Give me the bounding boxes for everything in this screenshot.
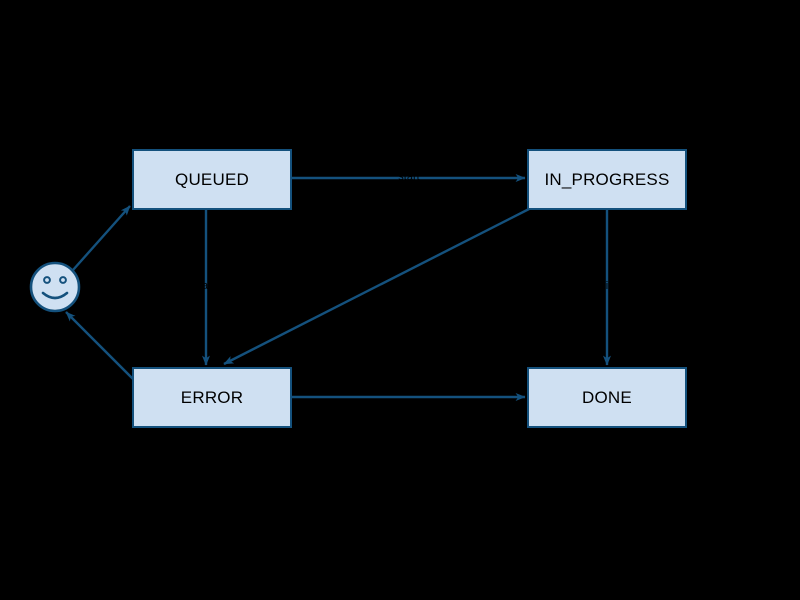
edge-start-to-queued <box>72 205 131 271</box>
smiley-node[interactable] <box>29 261 81 313</box>
node-done-label: DONE <box>582 387 632 407</box>
smiley-face-icon <box>29 261 81 313</box>
node-error[interactable]: ERROR <box>132 367 292 428</box>
smiley-mouth-icon <box>41 291 69 300</box>
node-in-progress-label: IN_PROGRESS <box>544 169 670 189</box>
node-done[interactable]: DONE <box>527 367 687 428</box>
edge-in-progress-to-error <box>223 206 532 366</box>
node-queued-label: QUEUED <box>175 169 249 189</box>
node-queued[interactable]: QUEUED <box>132 149 292 210</box>
node-error-label: ERROR <box>180 387 244 407</box>
smiley-eye-left-icon <box>43 276 51 284</box>
node-in-progress[interactable]: IN_PROGRESS <box>527 149 687 210</box>
smiley-eye-right-icon <box>59 276 67 284</box>
